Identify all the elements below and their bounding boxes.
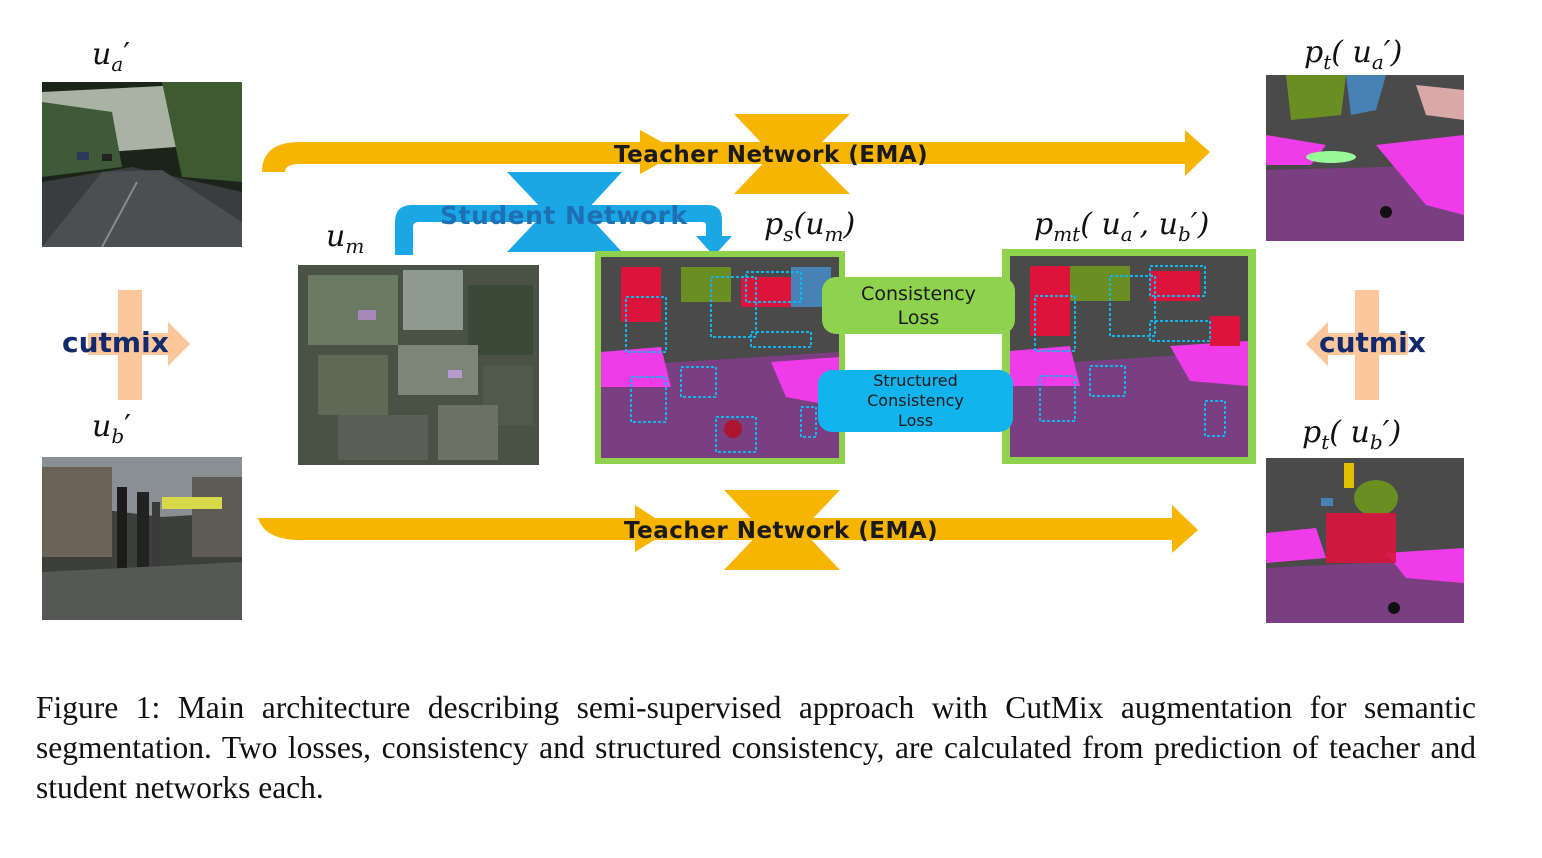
- structured-consistency-loss-box: Structured Consistency Loss: [818, 370, 1013, 432]
- teacher-bottom-network-shape: [724, 490, 840, 570]
- cutmix-left-cross: [88, 290, 190, 400]
- figure-caption: Figure 1: Main architecture describing s…: [36, 690, 1476, 805]
- diagram-arrows: [88, 114, 1408, 570]
- input-image-ua: [42, 82, 242, 247]
- teacher-network-bottom-label: Teacher Network (EMA): [624, 518, 939, 544]
- label-pt-ua: pt( ua′): [1304, 35, 1403, 74]
- label-ps-um: ps(um): [764, 207, 856, 246]
- input-image-ub: [42, 457, 242, 620]
- structured-loss-line2: Consistency: [867, 391, 964, 410]
- mixed-image-um: [298, 265, 539, 465]
- output-seg-pt-ua: [1266, 75, 1464, 241]
- student-network-label: Student Network: [440, 201, 688, 230]
- cutmix-left-label: cutmix: [62, 326, 169, 359]
- teacher-network-top-label: Teacher Network (EMA): [614, 142, 929, 168]
- student-arrow: [395, 172, 732, 256]
- label-ub: ub′: [92, 409, 131, 448]
- teacher-mixed-prediction-map: [1002, 249, 1256, 464]
- structured-loss-line3: Loss: [897, 411, 934, 430]
- teacher-top-network-shape: [734, 114, 850, 194]
- consistency-loss-line2: Loss: [897, 306, 940, 329]
- structured-loss-line1: Structured: [873, 371, 958, 390]
- label-pt-ub: pt( ub′): [1302, 415, 1402, 454]
- output-seg-pt-ub: [1266, 458, 1464, 623]
- cutmix-right-cross: [1306, 290, 1408, 400]
- label-um: um: [326, 219, 365, 258]
- teacher-top-arrow: [262, 114, 1210, 194]
- cutmix-right-label: cutmix: [1319, 326, 1426, 359]
- label-pmt: pmt( ua′, ub′): [1034, 207, 1210, 246]
- consistency-loss-line1: Consistency: [861, 282, 976, 305]
- consistency-loss-box: Consistency Loss: [822, 277, 1015, 334]
- teacher-bottom-arrow: [258, 490, 1198, 570]
- label-ua: ua′: [92, 37, 131, 76]
- student-prediction-map: [595, 251, 845, 464]
- student-network-shape: [507, 172, 622, 252]
